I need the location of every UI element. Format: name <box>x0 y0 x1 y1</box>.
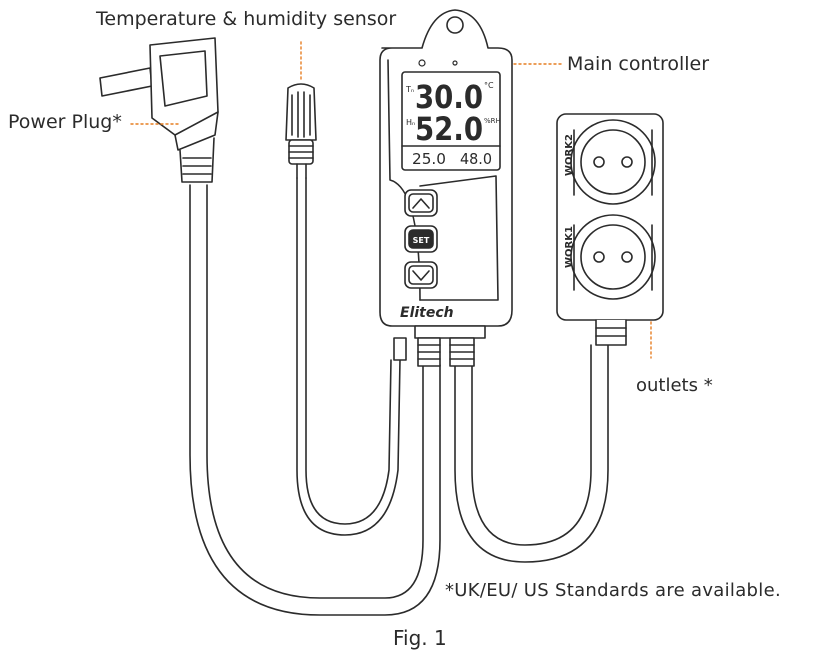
outlet-socket-top <box>570 119 656 205</box>
lower-left-reading: 25.0 <box>412 150 446 168</box>
socket-label-top: WORK2 <box>564 134 575 176</box>
outlets-label: outlets * <box>636 375 713 396</box>
up-button[interactable] <box>404 189 438 217</box>
outlet-socket-bottom <box>570 214 656 300</box>
figure-caption: Fig. 1 <box>393 626 447 650</box>
sensor-probe <box>285 83 317 179</box>
socket-label-bottom: WORK1 <box>564 226 575 268</box>
down-button[interactable] <box>404 261 438 289</box>
power-plug <box>99 37 219 183</box>
plug-label: Power Plug* <box>8 111 122 133</box>
temp-prefix: Tₙ <box>405 85 414 94</box>
humidity-reading: 52.0 <box>415 110 483 148</box>
down-arrow-icon <box>412 270 430 281</box>
sensor-label: Temperature & humidity sensor <box>96 8 397 30</box>
up-arrow-icon <box>412 198 430 209</box>
brand-logo: Elitech <box>400 305 454 321</box>
lcd-screen <box>401 71 501 171</box>
outlet-cable <box>454 344 609 563</box>
standards-note: *UK/EU/ US Standards are available. <box>445 580 781 601</box>
humidity-unit: %RH <box>484 117 501 125</box>
status-icons <box>418 59 458 67</box>
power-cable <box>189 184 441 616</box>
sensor-cable <box>296 177 401 536</box>
humidity-prefix: Hₙ <box>406 118 415 127</box>
temp-unit: °C <box>484 81 494 90</box>
set-button-label: SET <box>413 236 430 245</box>
lower-right-reading: 48.0 <box>460 150 492 168</box>
controller-label: Main controller <box>567 53 710 75</box>
set-button[interactable]: SET <box>404 225 438 253</box>
temp-reading: 30.0 <box>415 78 483 116</box>
